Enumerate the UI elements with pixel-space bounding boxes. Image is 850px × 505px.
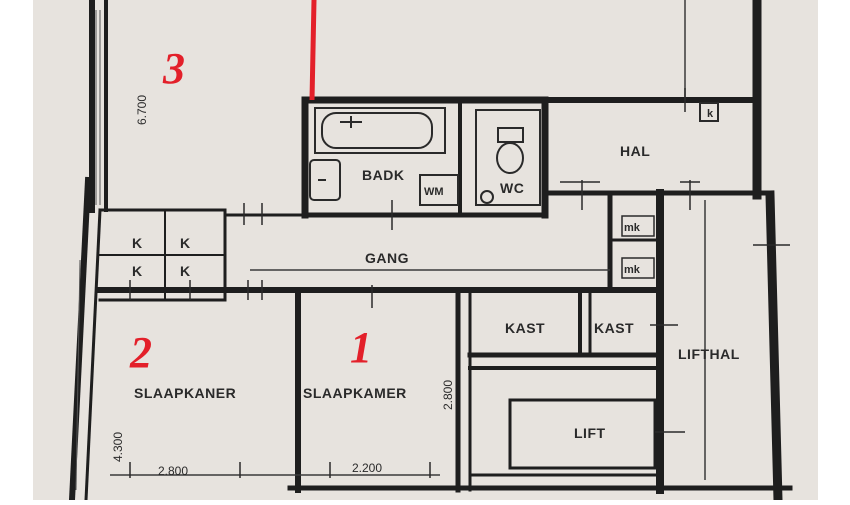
dimension-height-right: 2.800 bbox=[441, 380, 455, 410]
room-label-lift: LIFT bbox=[574, 425, 606, 441]
mk-box-bottom bbox=[621, 257, 655, 279]
kitchen-label-2: K bbox=[180, 235, 191, 251]
dimension-height-left: 6.700 bbox=[135, 95, 149, 125]
room-label-slaapkamer-2: SLAAPKANER bbox=[134, 385, 236, 401]
room-label-gang: GANG bbox=[365, 250, 409, 266]
washing-machine-box bbox=[419, 174, 459, 206]
dimension-width-left: 2.800 bbox=[158, 464, 188, 478]
window-hatching bbox=[75, 10, 101, 491]
room-label-lifthal: LIFTHAL bbox=[678, 346, 740, 362]
dimension-height-bottom-left: 4.300 bbox=[111, 432, 125, 462]
kitchen-label-1: K bbox=[132, 235, 143, 251]
room-label-kast-2: KAST bbox=[594, 320, 634, 336]
washbasin bbox=[309, 159, 341, 201]
room-label-kast-1: KAST bbox=[505, 320, 545, 336]
mk-label-bottom: mk bbox=[624, 264, 641, 276]
mk-label-top: mk bbox=[624, 222, 641, 234]
room-label-badk: BADK bbox=[362, 167, 404, 183]
mk-box-top bbox=[621, 215, 655, 237]
kitchen-label-3: K bbox=[132, 263, 143, 279]
toilet bbox=[475, 109, 541, 206]
thin-lines bbox=[110, 0, 706, 480]
room-label-wc: WC bbox=[500, 180, 524, 196]
annotation-number-1: 1 bbox=[350, 323, 372, 372]
walls bbox=[68, 0, 793, 505]
dimension-width-right: 2.200 bbox=[352, 461, 382, 475]
room-label-hal: HAL bbox=[620, 143, 650, 159]
bathtub bbox=[314, 107, 446, 154]
kitchen-label-4: K bbox=[180, 263, 191, 279]
paper-background bbox=[33, 0, 818, 500]
annotation-number-3: 3 bbox=[162, 44, 185, 93]
annotation-number-2: 2 bbox=[129, 328, 152, 377]
dimension-ticks bbox=[129, 88, 790, 478]
room-label-slaapkamer-1: SLAAPKAMER bbox=[303, 385, 407, 401]
meter-label: k bbox=[707, 108, 714, 120]
red-annotation-line bbox=[309, 0, 317, 101]
room-label-wm: WM bbox=[424, 186, 444, 198]
meter-box bbox=[699, 102, 719, 122]
